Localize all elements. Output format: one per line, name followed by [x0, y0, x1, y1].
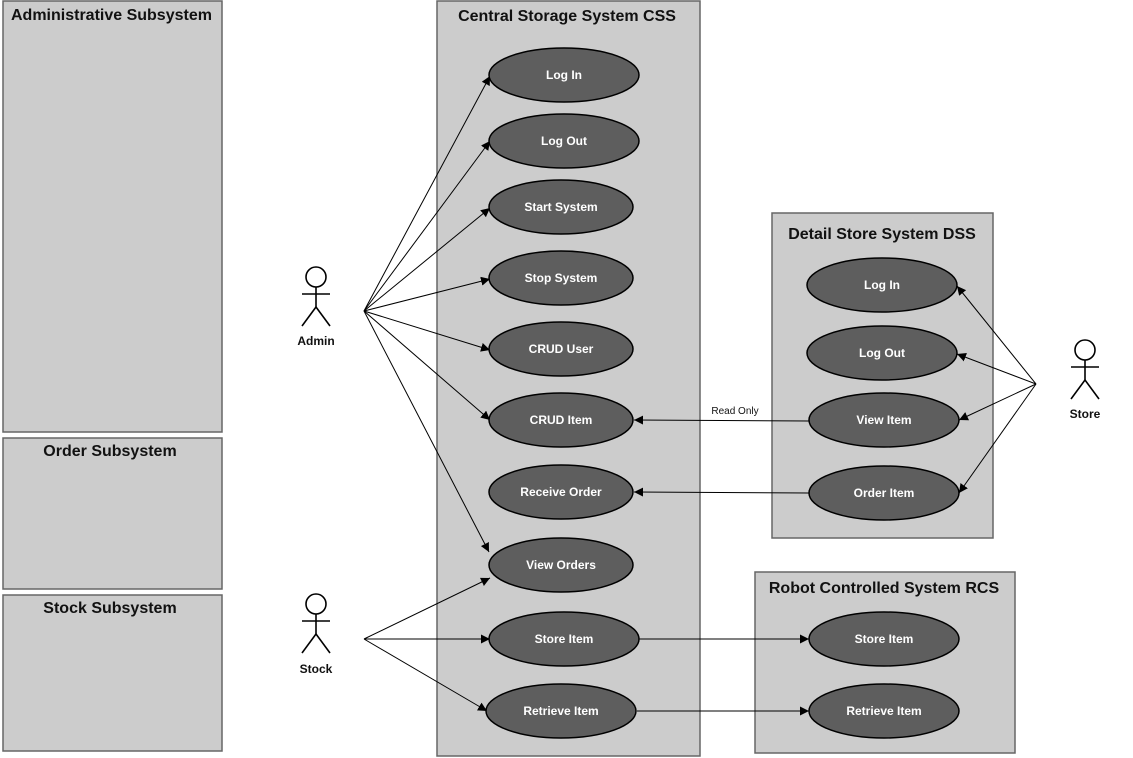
store-to-order-item: [958, 383, 1037, 494]
use-case-css-retrieve-item[interactable]: Retrieve Item: [485, 683, 637, 739]
admin-to-crud-item: [363, 310, 491, 421]
use-case-rcs-store-item[interactable]: Store Item: [808, 611, 960, 667]
stock-subsystem-title: Stock Subsystem: [43, 600, 176, 617]
use-case-label: Log In: [864, 278, 900, 292]
order-item-to-receive-order: [633, 487, 810, 497]
actor-admin[interactable]: Admin: [297, 266, 335, 348]
admin-to-stop-system: [363, 276, 491, 312]
stick-figure-icon: [1070, 339, 1100, 400]
order-subsystem[interactable]: Order Subsystem: [2, 437, 223, 590]
use-case-label: CRUD Item: [530, 413, 593, 427]
use-case-rcs-retrieve-item[interactable]: Retrieve Item: [808, 683, 960, 739]
use-case-label: Log Out: [541, 134, 587, 148]
use-case-css-start-system[interactable]: Start System: [488, 179, 634, 235]
store-associations: [956, 285, 1037, 494]
use-case-css-crud-user[interactable]: CRUD User: [488, 321, 634, 377]
store-to-log-out: [956, 352, 1037, 385]
admin-to-log-out: [363, 140, 491, 312]
use-case-label: Order Item: [854, 486, 915, 500]
stock-associations: [363, 577, 491, 712]
admin-to-crud-user: [363, 310, 491, 352]
stock-to-view-orders: [363, 577, 491, 640]
use-case-label: Retrieve Item: [523, 704, 598, 718]
use-case-dss-order-item[interactable]: Order Item: [808, 465, 960, 521]
stick-figure-icon: [301, 266, 331, 327]
admin-to-view-orders: [363, 310, 490, 553]
actor-store-label: Store: [1070, 407, 1101, 421]
actor-store[interactable]: Store: [1070, 339, 1101, 421]
actor-stock-label: Stock: [300, 662, 333, 676]
css-title: Central Storage System CSS: [458, 8, 676, 25]
actor-admin-label: Admin: [297, 334, 334, 348]
use-case-label: CRUD User: [529, 342, 594, 356]
use-case-dss-log-in[interactable]: Log In: [806, 257, 958, 313]
use-case-label: Retrieve Item: [846, 704, 921, 718]
use-case-css-store-item[interactable]: Store Item: [488, 611, 640, 667]
order-subsystem-title: Order Subsystem: [43, 443, 176, 460]
store-to-view-item: [958, 383, 1037, 421]
rcs-title: Robot Controlled System RCS: [769, 580, 1000, 597]
store-to-log-in: [956, 285, 1037, 385]
use-case-label: Stop System: [525, 271, 598, 285]
stick-figure-icon: [301, 593, 331, 654]
read-only-label: Read Only: [711, 406, 758, 417]
system-dependencies: Read Only: [633, 406, 810, 716]
use-case-label: View Orders: [526, 558, 596, 572]
view-item-to-crud-item: [633, 415, 810, 425]
use-case-css-stop-system[interactable]: Stop System: [488, 250, 634, 306]
use-case-label: Log Out: [859, 346, 905, 360]
admin-associations: [363, 75, 491, 553]
use-case-label: Receive Order: [520, 485, 602, 499]
administrative-subsystem[interactable]: Administrative Subsystem: [2, 0, 223, 433]
use-case-css-log-in[interactable]: Log In: [488, 47, 640, 103]
use-case-label: View Item: [856, 413, 911, 427]
use-case-dss-log-out[interactable]: Log Out: [806, 325, 958, 381]
admin-to-log-in: [363, 75, 491, 312]
use-case-label: Store Item: [535, 632, 594, 646]
admin-to-start-system: [363, 207, 491, 312]
use-case-dss-view-item[interactable]: View Item: [808, 392, 960, 448]
stock-subsystem[interactable]: Stock Subsystem: [2, 594, 223, 752]
stock-to-retrieve-item: [363, 638, 488, 712]
use-case-css-view-orders[interactable]: View Orders: [488, 537, 634, 593]
use-case-label: Log In: [546, 68, 582, 82]
dss-title: Detail Store System DSS: [788, 226, 976, 243]
actor-stock[interactable]: Stock: [300, 593, 333, 676]
use-case-css-crud-item[interactable]: CRUD Item: [488, 392, 634, 448]
use-case-css-receive-order[interactable]: Receive Order: [488, 464, 634, 520]
administrative-subsystem-title: Administrative Subsystem: [11, 7, 212, 24]
use-case-label: Store Item: [855, 632, 914, 646]
use-case-label: Start System: [524, 200, 597, 214]
use-case-css-log-out[interactable]: Log Out: [488, 113, 640, 169]
